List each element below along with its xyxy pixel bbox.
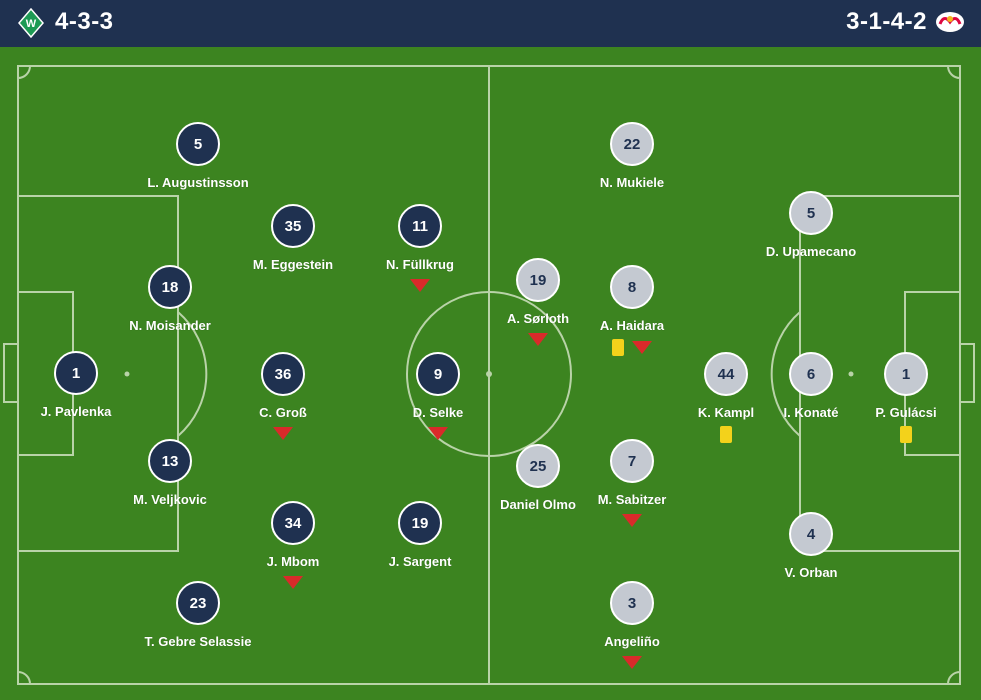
player-name: J. Pavlenka: [40, 404, 112, 419]
player-number: 5: [176, 122, 220, 166]
player-name: A. Sørloth: [506, 311, 570, 326]
player-number: 9: [416, 352, 460, 396]
substitution-off-icon: [428, 427, 448, 440]
player-number: 19: [516, 258, 560, 302]
player-events: [478, 333, 598, 346]
substitution-off-icon: [273, 427, 293, 440]
player-number: 44: [704, 352, 748, 396]
player-name: N. Moisander: [129, 318, 211, 333]
player-name: I. Konaté: [783, 405, 839, 420]
substitution-off-icon: [410, 279, 430, 292]
player-name: L. Augustinsson: [147, 175, 249, 190]
player-events: [223, 427, 343, 440]
away-formation: 3-1-4-2: [846, 8, 927, 35]
werder-bremen-crest-icon: W: [18, 8, 44, 38]
player-events: [846, 426, 966, 443]
player-name: A. Haidara: [599, 318, 665, 333]
player-name: C. Groß: [259, 405, 307, 420]
player-name: K. Kampl: [697, 405, 755, 420]
rb-leipzig-crest-icon: [936, 12, 964, 32]
player-number: 11: [398, 204, 442, 248]
player-number: 18: [148, 265, 192, 309]
player-number: 22: [610, 122, 654, 166]
player-events: [572, 514, 692, 527]
player-number: 34: [271, 501, 315, 545]
player-events: [360, 279, 480, 292]
player-number: 7: [610, 439, 654, 483]
player-number: 35: [271, 204, 315, 248]
player-number: 36: [261, 352, 305, 396]
player-name: P. Gulácsi: [875, 405, 937, 420]
yellow-card-icon: [612, 339, 624, 356]
player-name: Daniel Olmo: [500, 497, 576, 512]
substitution-off-icon: [622, 514, 642, 527]
player-events: [378, 427, 498, 440]
player-number: 8: [610, 265, 654, 309]
player-events: [233, 576, 353, 589]
yellow-card-icon: [720, 426, 732, 443]
player-events: [572, 656, 692, 669]
player-name: J. Mbom: [266, 554, 320, 569]
substitution-off-icon: [528, 333, 548, 346]
player-name: J. Sargent: [388, 554, 452, 569]
player-number: 6: [789, 352, 833, 396]
svg-text:W: W: [26, 18, 37, 30]
player-name: N. Füllkrug: [386, 257, 454, 272]
player-name: T. Gebre Selassie: [144, 634, 252, 649]
player-events: [666, 426, 786, 443]
player-number: 19: [398, 501, 442, 545]
player-number: 23: [176, 581, 220, 625]
substitution-off-icon: [632, 341, 652, 354]
player-number: 25: [516, 444, 560, 488]
substitution-off-icon: [283, 576, 303, 589]
player-number: 13: [148, 439, 192, 483]
player-number: 3: [610, 581, 654, 625]
player-number: 1: [884, 352, 928, 396]
player-name: M. Veljkovic: [133, 492, 207, 507]
lineup-header: W 4-3-3 3-1-4-2: [0, 0, 981, 47]
player-events: [572, 339, 692, 356]
player-name: D. Upamecano: [765, 244, 857, 259]
home-formation: 4-3-3: [55, 8, 114, 35]
player-name: D. Selke: [412, 405, 464, 420]
pitch-markings: [3, 65, 975, 685]
player-name: Angeliño: [604, 634, 660, 649]
player-number: 1: [54, 351, 98, 395]
yellow-card-icon: [900, 426, 912, 443]
player-name: N. Mukiele: [599, 175, 665, 190]
player-name: M. Sabitzer: [597, 492, 667, 507]
player-name: M. Eggestein: [252, 257, 334, 272]
player-name: V. Orban: [784, 565, 838, 580]
substitution-off-icon: [622, 656, 642, 669]
player-number: 5: [789, 191, 833, 235]
player-number: 4: [789, 512, 833, 556]
